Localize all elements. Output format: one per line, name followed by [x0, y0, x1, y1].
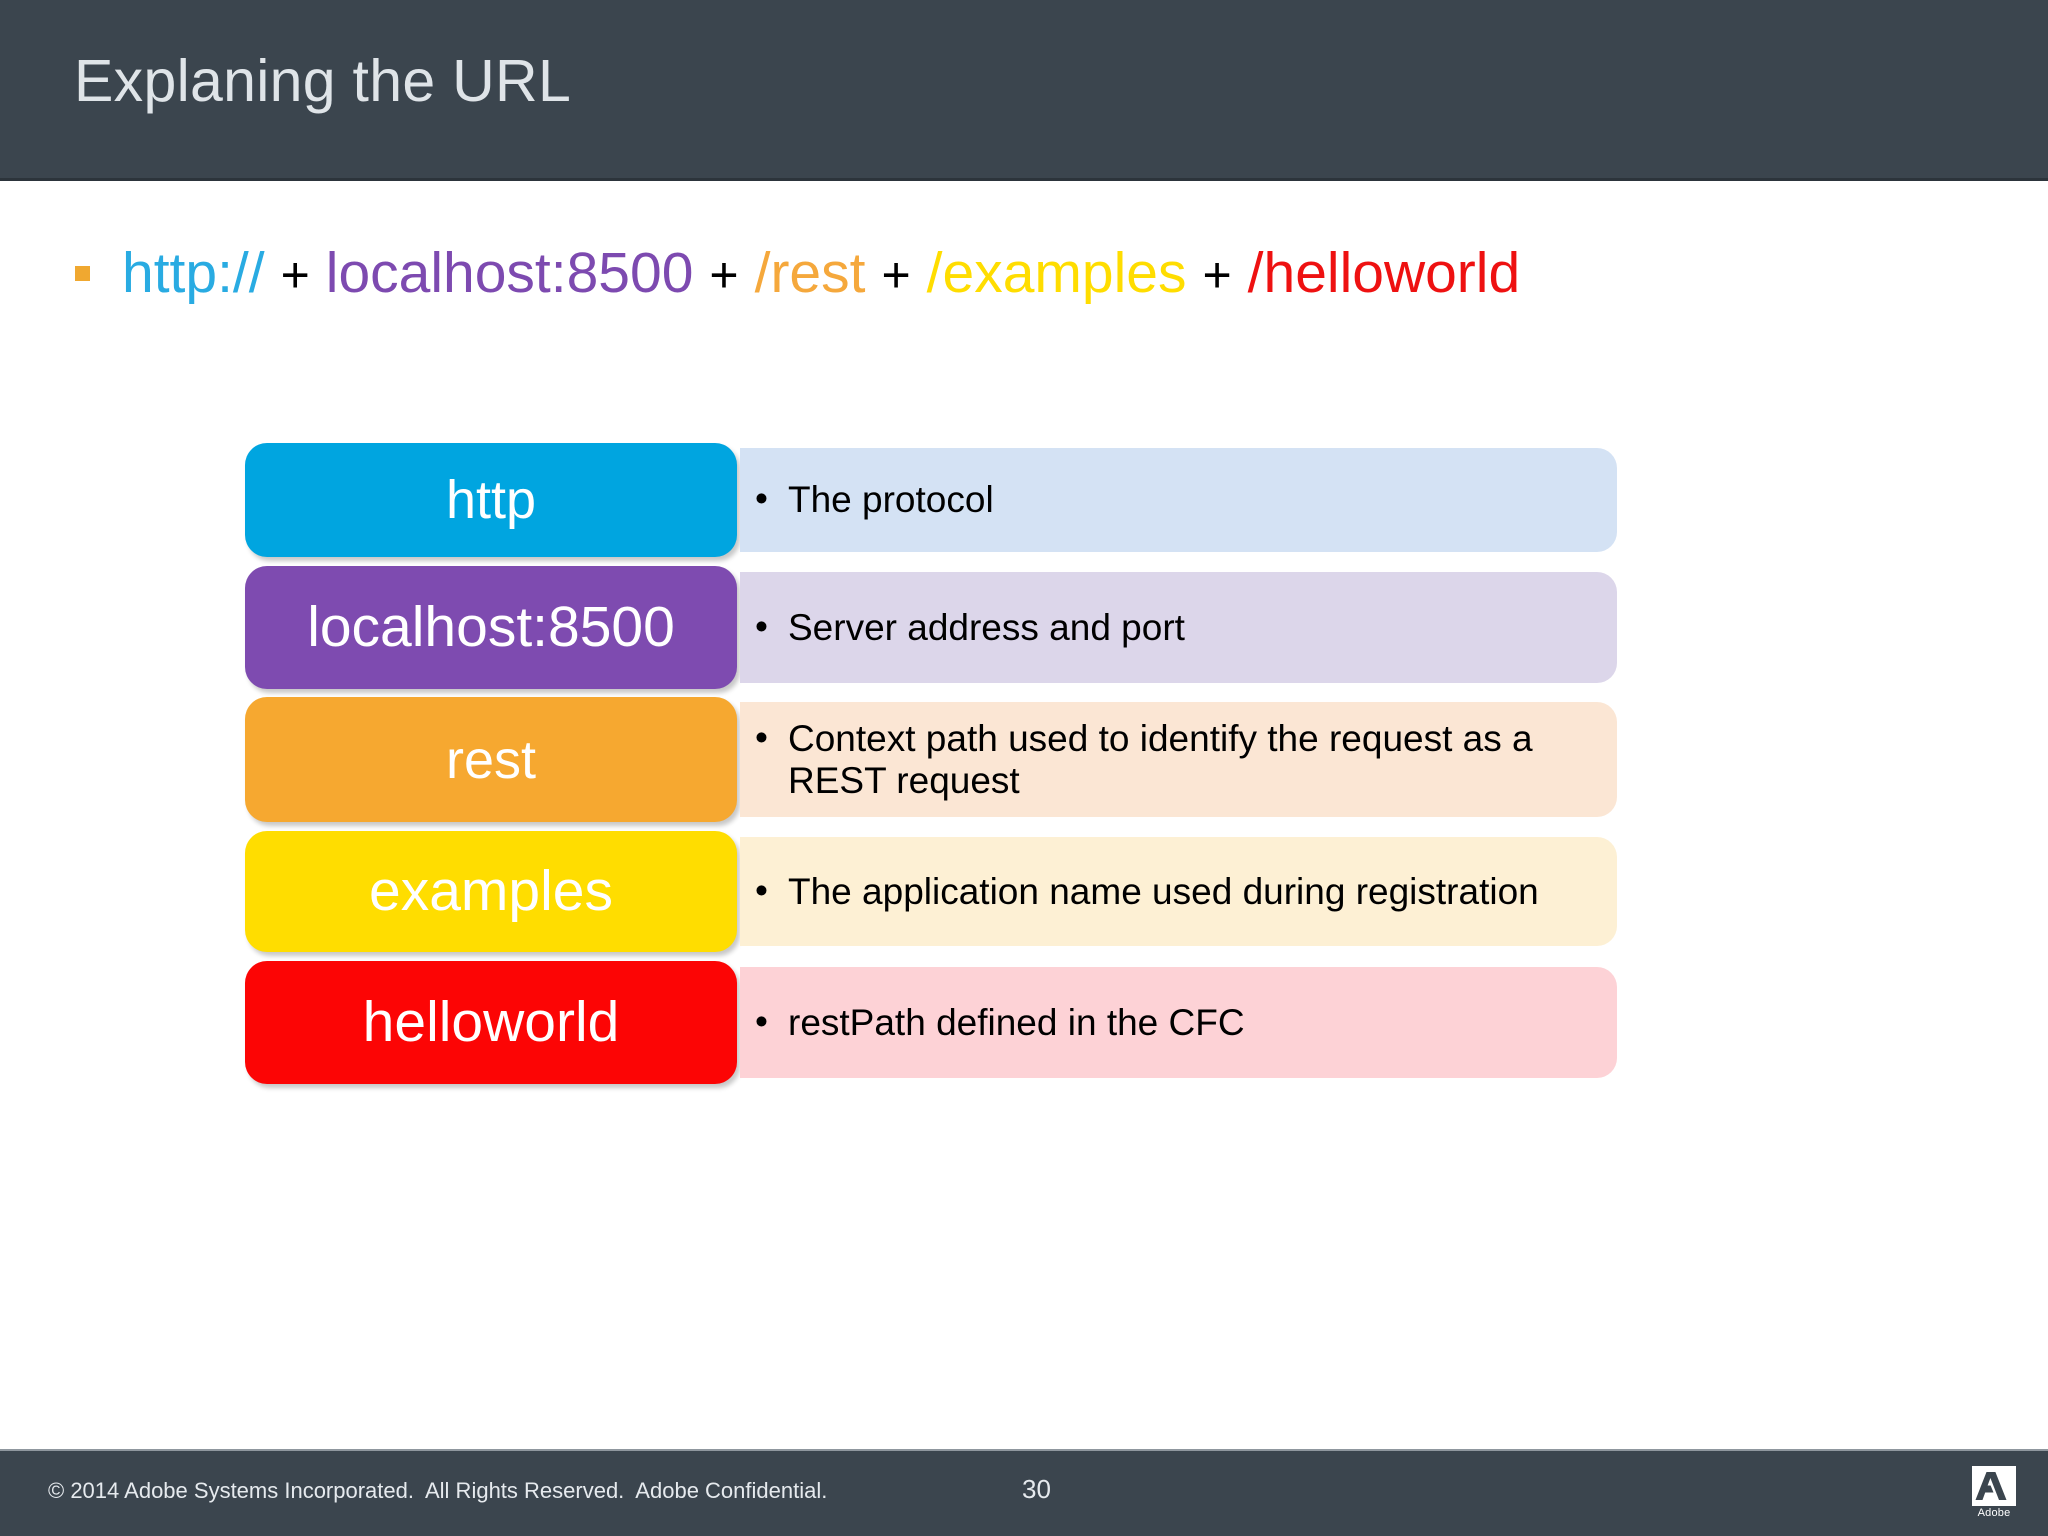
footer-divider — [0, 1449, 2048, 1451]
url-plus-separator: + — [280, 246, 310, 303]
url-part-chip-label: helloworld — [362, 990, 620, 1054]
url-part-description-text: Server address and port — [755, 606, 1185, 649]
url-token: /examples — [926, 240, 1187, 305]
url-token: /helloworld — [1247, 240, 1521, 305]
url-part-row: helloworld restPath defined in the CFC — [0, 961, 2048, 1084]
url-plus-separator: + — [881, 246, 911, 303]
url-part-description-text: The protocol — [755, 478, 994, 521]
adobe-logo: Adobe — [1966, 1466, 2022, 1524]
url-token: http:// — [122, 240, 265, 305]
url-token: /rest — [754, 240, 866, 305]
url-part-description-text: Context path used to identify the reques… — [755, 717, 1608, 802]
url-part-chip-label: examples — [369, 859, 613, 923]
url-part-chip-label: http — [445, 470, 537, 530]
url-token-list: http://+localhost:8500+/rest+/examples+/… — [122, 244, 1520, 303]
adobe-wordmark: Adobe — [1977, 1507, 2011, 1519]
footer-copyright: © 2014 Adobe Systems Incorporated. All R… — [48, 1478, 828, 1503]
url-part-chip[interactable]: examples — [245, 831, 737, 952]
url-plus-separator: + — [1202, 246, 1232, 303]
url-part-chip[interactable]: helloworld — [245, 961, 737, 1084]
url-part-description-panel: The application name used during registr… — [740, 837, 1617, 946]
url-part-description-panel: Server address and port — [740, 572, 1617, 683]
url-part-description-panel: Context path used to identify the reques… — [740, 702, 1617, 817]
url-part-description-text: restPath defined in the CFC — [755, 1001, 1245, 1044]
url-part-chip[interactable]: rest — [245, 697, 737, 822]
footer-bar — [0, 1449, 2048, 1536]
page-title: Explaning the URL — [74, 48, 572, 114]
url-part-description-panel: The protocol — [740, 448, 1617, 552]
url-part-description-panel: restPath defined in the CFC — [740, 967, 1617, 1078]
adobe-a-mark-icon — [1972, 1466, 2016, 1506]
url-part-row: rest Context path used to identify the re… — [0, 697, 2048, 831]
header-bar — [0, 0, 2048, 178]
url-part-chip-label: rest — [445, 729, 537, 790]
url-part-row: http The protocol — [0, 443, 2048, 566]
square-bullet-icon — [75, 265, 90, 281]
page-number: 30 — [1022, 1474, 1051, 1504]
url-part-row: localhost:8500 Server address and port — [0, 566, 2048, 697]
url-part-chip[interactable]: http — [245, 443, 737, 557]
url-token: localhost:8500 — [325, 240, 694, 305]
url-parts-legend: http The protocol localhost:8500 Server add… — [0, 443, 2048, 1084]
url-formula-line: http:// + localhost:8500 + /rest + /examples + /… — [75, 233, 1520, 313]
url-plus-separator: + — [709, 246, 739, 303]
url-part-chip[interactable]: localhost:8500 — [245, 566, 737, 689]
url-part-row: examples The application name used during… — [0, 831, 2048, 961]
url-part-chip-label: localhost:8500 — [307, 595, 675, 659]
header-divider — [0, 178, 2048, 181]
url-part-description-text: The application name used during registr… — [755, 870, 1539, 913]
